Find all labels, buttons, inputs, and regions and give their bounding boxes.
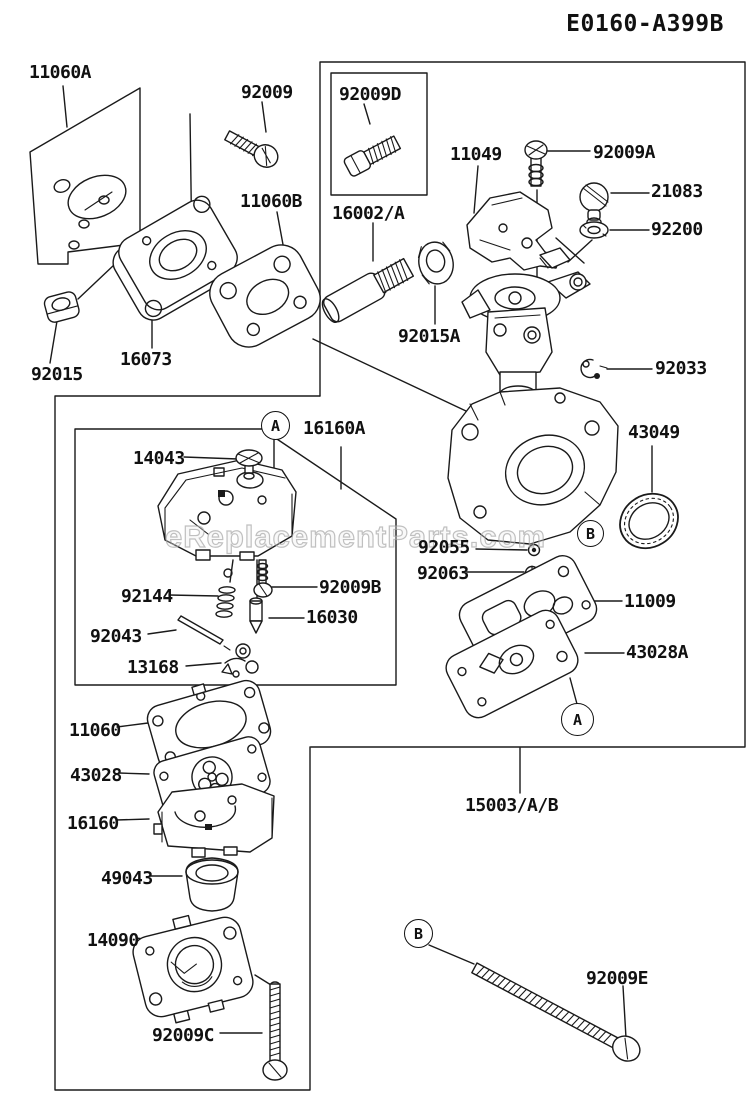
- part-drawing-rod-92043: [177, 615, 231, 651]
- part-label-92144: 92144: [121, 586, 173, 607]
- part-drawing-bolt-16002A: [321, 257, 415, 323]
- part-label-16030: 16030: [306, 607, 358, 628]
- part-label-11060B: 11060B: [240, 191, 303, 212]
- part-label-92200: 92200: [651, 219, 703, 240]
- right-assembly-box: [310, 61, 746, 748]
- part-label-92009B: 92009B: [319, 577, 382, 598]
- left-assembly-box: [54, 395, 321, 1091]
- part-drawing-diaphragm-43028A: [445, 609, 579, 719]
- part-drawing-washer-92200: [579, 221, 609, 239]
- part-drawing-choke-assembly: [461, 247, 591, 403]
- callout-circle-b-screw: B: [404, 919, 433, 948]
- part-drawing-cup-49043: [185, 857, 239, 912]
- part-label-92033: 92033: [655, 358, 707, 379]
- part-label-11009: 11009: [624, 591, 676, 612]
- part-label-13168: 13168: [127, 657, 179, 678]
- part-drawing-manifold-16073: [112, 195, 238, 321]
- part-label-92015: 92015: [31, 364, 83, 385]
- part-label-14043: 14043: [133, 448, 185, 469]
- part-label-92063: 92063: [417, 563, 469, 584]
- part-drawing-valve-14043: [235, 449, 263, 480]
- part-label-11060: 11060: [69, 720, 121, 741]
- part-drawing-carburetor-body-15003: [447, 387, 619, 545]
- part-label-92009E: 92009E: [586, 968, 649, 989]
- part-label-43028A: 43028A: [626, 642, 689, 663]
- group-part-drawings: [29, 87, 679, 1081]
- part-label-16073: 16073: [120, 349, 172, 370]
- part-label-92009A: 92009A: [593, 142, 656, 163]
- part-label-16160: 16160: [67, 813, 119, 834]
- part-label-16160A: 16160A: [303, 418, 366, 439]
- part-drawing-bracket-11049: [466, 191, 561, 271]
- callout-circle-a-top: A: [261, 411, 290, 440]
- part-drawing-flange-14090: [132, 914, 254, 1024]
- part-label-92055: 92055: [418, 537, 470, 558]
- callout-circle-b-seal: B: [577, 520, 604, 547]
- part-drawing-insulator-plate-11060A: [29, 87, 141, 265]
- drawing-number: E0160-A399B: [566, 11, 724, 37]
- part-drawing-pump-body-16160: [153, 783, 275, 858]
- part-drawing-clip-92033: [580, 358, 608, 379]
- part-drawing-screw-92009E: [471, 962, 641, 1062]
- part-label-14090: 14090: [87, 930, 139, 951]
- part-drawing-pump-body-16160A: [157, 459, 297, 561]
- part-drawing-seal-43049: [619, 492, 679, 550]
- part-label-21083: 21083: [651, 181, 703, 202]
- part-label-16002A: 16002/A: [332, 203, 405, 224]
- part-drawing-lever-13168: [221, 643, 259, 678]
- part-label-49043: 49043: [101, 868, 153, 889]
- part-drawing-nut-92015: [43, 291, 80, 323]
- part-drawing-nut-92015A: [417, 241, 454, 285]
- part-label-43049: 43049: [628, 422, 680, 443]
- part-label-11060A: 11060A: [29, 62, 92, 83]
- part-drawing-bolt-92009D: [343, 135, 402, 177]
- part-label-43028: 43028: [70, 765, 122, 786]
- part-label-15003AB: 15003/A/B: [465, 795, 559, 816]
- part-drawing-gasket-11060B: [209, 244, 321, 348]
- part-label-92009D: 92009D: [339, 84, 402, 105]
- part-drawing-spring-92144: [215, 568, 236, 618]
- part-label-92009: 92009: [241, 82, 293, 103]
- part-drawing-needle-16030: [249, 597, 263, 634]
- part-label-92009C: 92009C: [152, 1025, 215, 1046]
- part-drawing-screw-92009C: [262, 981, 288, 1081]
- part-drawing-cap-21083: [579, 182, 609, 227]
- part-drawing-screw-92009: [224, 130, 279, 168]
- part-label-11049: 11049: [450, 144, 502, 165]
- watermark-text: eReplacementParts.com: [164, 518, 547, 554]
- part-label-92015A: 92015A: [398, 326, 461, 347]
- pump-detail-box: [74, 428, 397, 686]
- part-drawing-oring-92055: [527, 543, 541, 557]
- callout-circle-a-bottom: A: [561, 703, 594, 736]
- part-drawing-screw-92009B: [253, 559, 273, 598]
- part-drawing-screw-92009A: [524, 140, 548, 187]
- part-label-92043: 92043: [90, 626, 142, 647]
